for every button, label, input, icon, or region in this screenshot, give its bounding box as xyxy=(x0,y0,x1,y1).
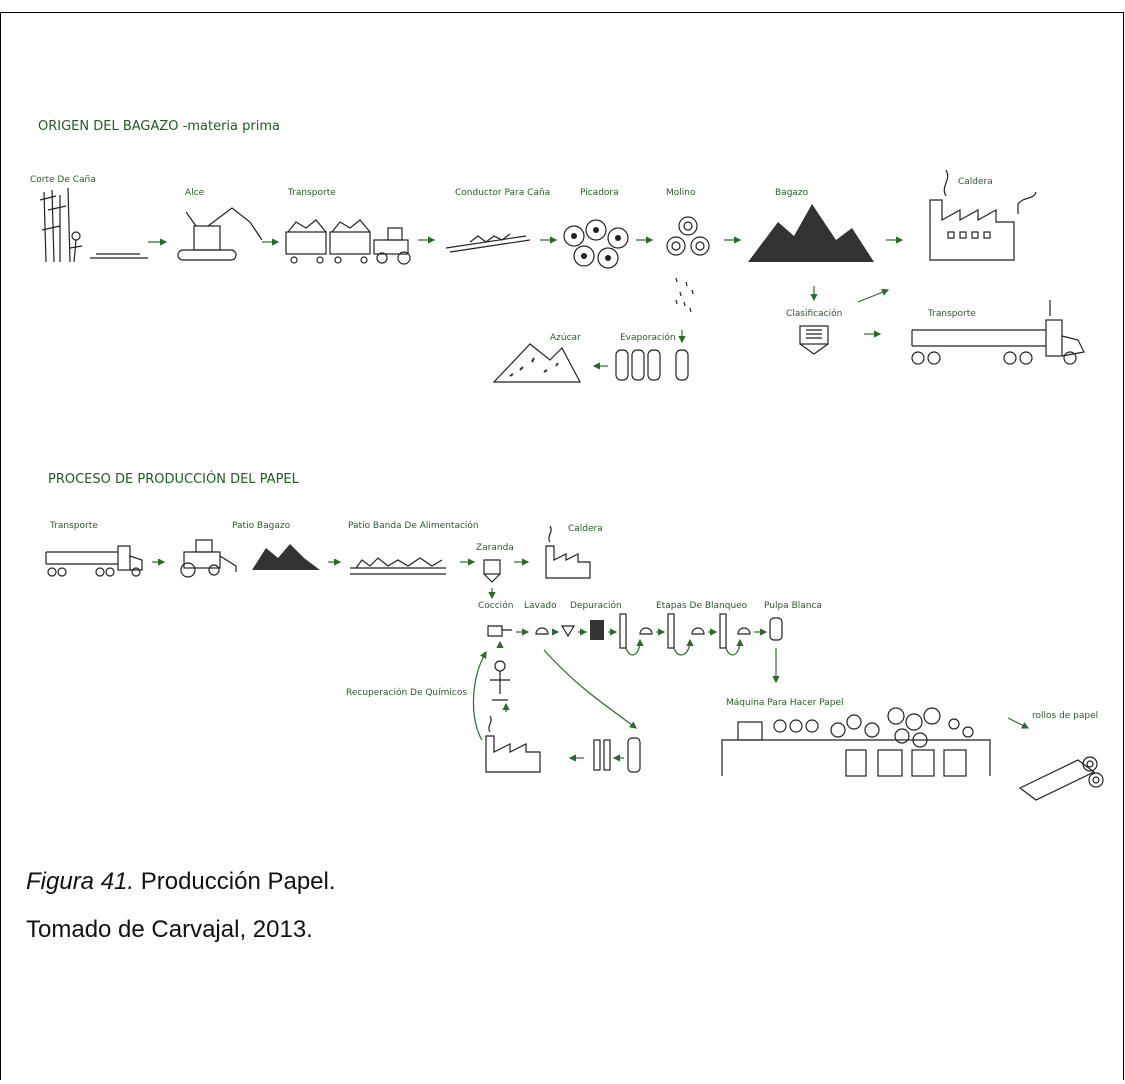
sugar-pile-illustration xyxy=(492,343,581,383)
log-truck-illustration-2 xyxy=(45,545,143,577)
crane-illustration xyxy=(177,207,263,261)
label-lavado: Lavado xyxy=(524,601,557,611)
label-coccion: Cocción xyxy=(478,600,513,611)
label-conductor: Conductor Para Caña xyxy=(455,188,550,198)
label-recuperacion: Recuperación De Químicos xyxy=(346,687,467,698)
log-truck-illustration-1 xyxy=(911,300,1085,365)
pulping-chain-illustration xyxy=(487,613,783,649)
origen-flow-arrows xyxy=(148,236,904,370)
label-proc-caldera: Caldera xyxy=(568,524,603,534)
figure-number: Figura 41. xyxy=(26,868,135,895)
label-patio-bagazo: Patio Bagazo xyxy=(232,521,291,531)
label-pulpa: Pulpa Blanca xyxy=(764,601,822,611)
label-maquina: Máquina Para Hacer Papel xyxy=(726,698,844,708)
process-diagram: ORIGEN DEL BAGAZO -materia prima PROCESO… xyxy=(30,119,1104,801)
figure-frame-right-edge xyxy=(1123,12,1124,1080)
label-corte: Corte De Caña xyxy=(30,175,96,185)
figure-frame xyxy=(0,12,1123,1080)
label-alce: Alce xyxy=(185,188,205,198)
chemical-recovery-illustration xyxy=(485,660,641,773)
label-evaporacion: Evaporación xyxy=(620,332,676,343)
label-molino: Molino xyxy=(666,188,696,198)
label-proc-transporte: Transporte xyxy=(49,521,98,531)
label-rollos: rollos de papel xyxy=(1032,711,1098,721)
label-transporte-2: Transporte xyxy=(927,309,976,319)
label-zaranda: Zaranda xyxy=(476,543,514,553)
header-proceso: PROCESO DE PRODUCCIÓN DEL PAPEL xyxy=(48,471,300,487)
paper-rolls-illustration xyxy=(1018,756,1104,801)
label-picadora: Picadora xyxy=(580,188,619,198)
cane-field-illustration xyxy=(39,187,148,263)
zaranda-screen-illustration xyxy=(483,559,501,583)
label-caldera-1: Caldera xyxy=(958,177,993,187)
figure-source: Tomado de Carvajal, 2013. xyxy=(26,916,313,943)
label-transporte-1: Transporte xyxy=(287,188,336,198)
classification-screen-illustration xyxy=(799,325,829,355)
transport-trailer-illustration xyxy=(285,219,411,265)
label-depuracion: Depuración xyxy=(570,600,622,611)
label-clasificacion: Clasificación xyxy=(786,308,842,319)
conveyor-illustration xyxy=(445,233,531,253)
label-azucar: Azúcar xyxy=(550,333,581,343)
proceso-flow-arrows xyxy=(152,558,1030,762)
bagasse-pile-illustration xyxy=(748,204,874,262)
header-origen: ORIGEN DEL BAGAZO -materia prima xyxy=(38,119,280,134)
bulldozer-illustration xyxy=(180,539,320,578)
feed-belt-illustration xyxy=(350,557,446,575)
paper-machine-illustration xyxy=(721,707,991,777)
mill-illustration xyxy=(666,216,710,313)
label-blanqueo: Etapas De Blanqueo xyxy=(656,601,748,611)
chopper-illustration xyxy=(563,219,629,269)
label-patio-banda: Patio Banda De Alimentación xyxy=(348,520,479,531)
figure-title: Producción Papel. xyxy=(134,868,336,895)
label-bagazo: Bagazo xyxy=(775,188,809,198)
boiler-factory-illustration-1 xyxy=(929,169,1037,261)
figure-caption: Figura 41. Producción Papel. xyxy=(26,868,336,896)
evaporation-tanks-illustration xyxy=(615,349,689,381)
boiler-factory-illustration-2 xyxy=(545,525,591,579)
